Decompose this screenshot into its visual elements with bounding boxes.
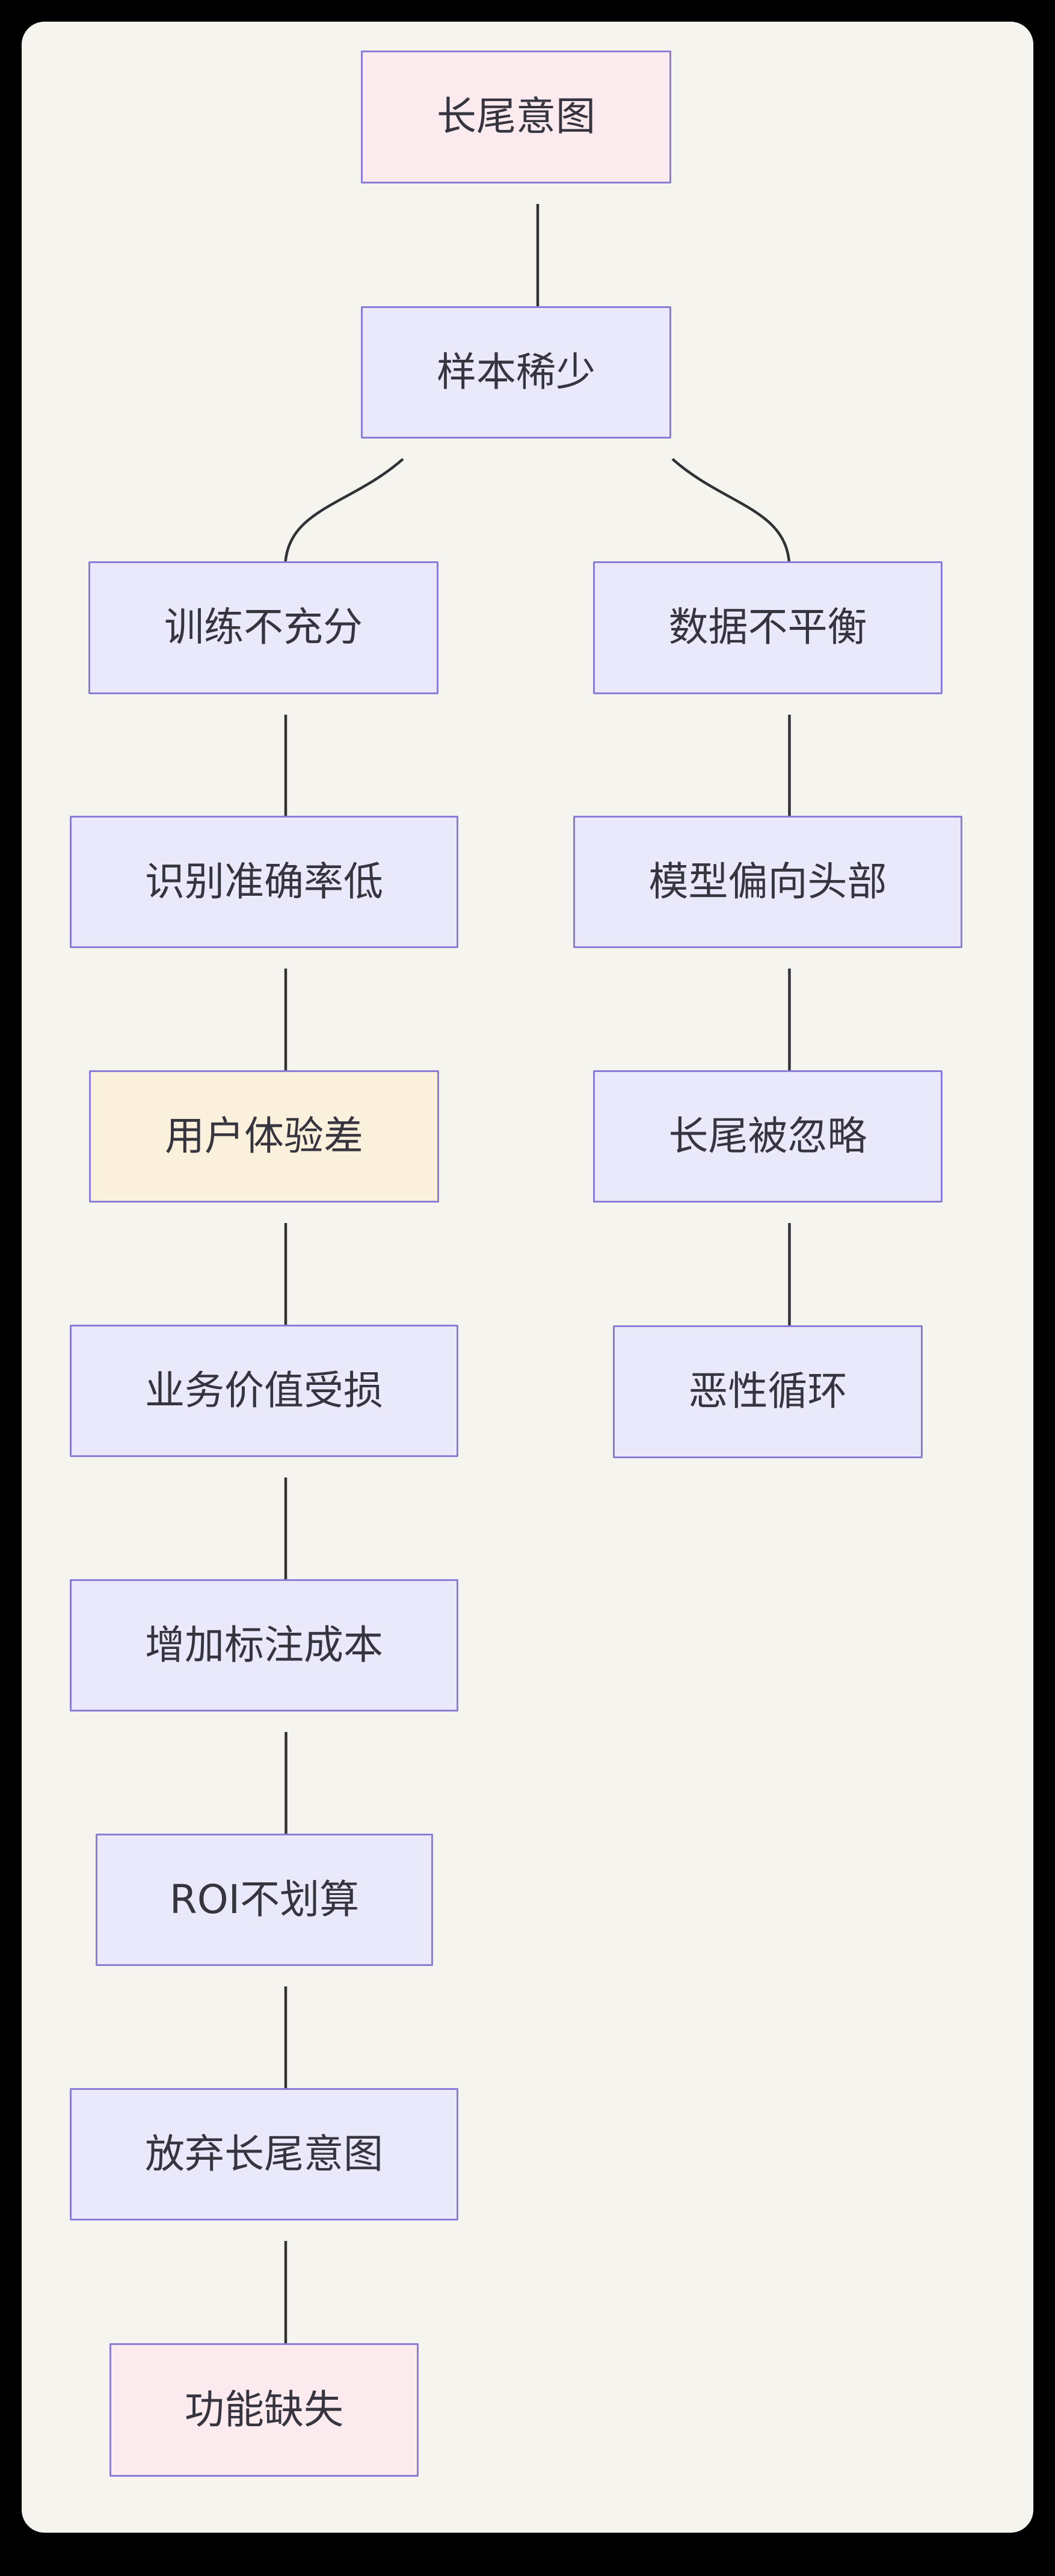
node-label-training-insufficient: 训练不充分 xyxy=(164,604,363,651)
edge-line xyxy=(283,458,404,570)
node-label-roi-low: ROI不划算 xyxy=(169,1876,360,1923)
node-label-data-imbalance: 数据不平衡 xyxy=(668,604,867,651)
node-business-value-loss: 业务价值受损 xyxy=(70,1325,458,1457)
node-vicious-cycle: 恶性循环 xyxy=(613,1325,923,1458)
node-label-abandon-longtail: 放弃长尾意图 xyxy=(145,2130,383,2177)
node-abandon-longtail: 放弃长尾意图 xyxy=(70,2088,458,2220)
node-feature-missing: 功能缺失 xyxy=(109,2343,419,2477)
node-label-business-value-loss: 业务价值受损 xyxy=(145,1367,383,1414)
node-roi-low: ROI不划算 xyxy=(96,1834,433,1966)
node-label-vicious-cycle: 恶性循环 xyxy=(688,1368,847,1415)
node-label-sample-scarce: 样本稀少 xyxy=(437,348,595,395)
node-label-longtail-intent: 长尾意图 xyxy=(437,93,595,140)
node-longtail-ignored: 长尾被忽略 xyxy=(593,1070,943,1203)
node-label-annotation-cost: 增加标注成本 xyxy=(145,1621,383,1668)
node-training-insufficient: 训练不充分 xyxy=(88,561,438,694)
node-poor-ux: 用户体验差 xyxy=(89,1070,439,1203)
node-label-low-accuracy: 识别准确率低 xyxy=(145,858,383,905)
node-annotation-cost: 增加标注成本 xyxy=(70,1579,458,1712)
node-label-feature-missing: 功能缺失 xyxy=(185,2386,343,2433)
edge-line xyxy=(671,458,791,570)
node-low-accuracy: 识别准确率低 xyxy=(70,816,458,948)
node-model-head-bias: 模型偏向头部 xyxy=(573,816,962,948)
node-longtail-intent: 长尾意图 xyxy=(361,51,671,183)
node-label-poor-ux: 用户体验差 xyxy=(165,1112,363,1159)
node-sample-scarce: 样本稀少 xyxy=(361,306,671,439)
node-data-imbalance: 数据不平衡 xyxy=(593,561,943,694)
node-label-longtail-ignored: 长尾被忽略 xyxy=(668,1112,867,1159)
node-label-model-head-bias: 模型偏向头部 xyxy=(648,858,887,905)
